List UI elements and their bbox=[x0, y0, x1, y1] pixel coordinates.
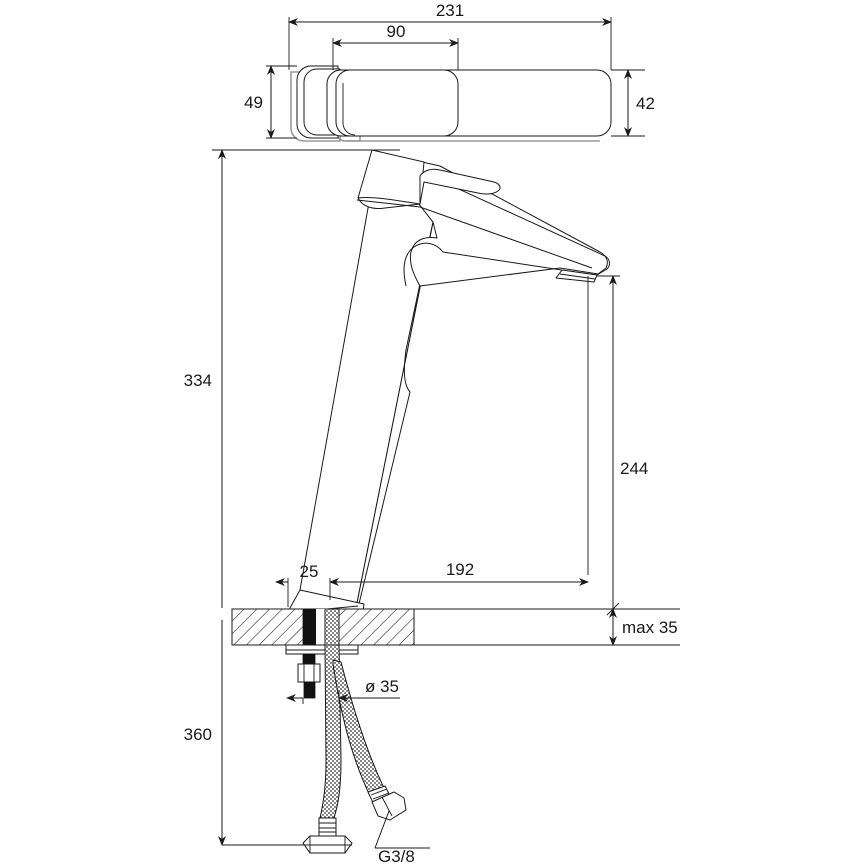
dimension-244: 244 bbox=[597, 275, 648, 609]
spout-aerator-line bbox=[559, 273, 596, 280]
dimension-49: 49 bbox=[244, 65, 297, 139]
stud-upper bbox=[302, 653, 316, 665]
top-view-handle-inner-edge bbox=[342, 83, 356, 136]
dimension-360: 360 bbox=[184, 620, 352, 846]
faucet-column-inner-shade bbox=[355, 221, 434, 609]
lever-handle-arm bbox=[419, 168, 501, 205]
dimension-label-231: 231 bbox=[436, 1, 464, 20]
dimension-label-42: 42 bbox=[636, 94, 655, 113]
spout-top-edge bbox=[377, 151, 610, 276]
dimension-231: 231 bbox=[288, 1, 612, 70]
stud-lower bbox=[303, 681, 316, 699]
max35-tick-top bbox=[606, 602, 620, 616]
mounting-shank bbox=[302, 608, 317, 646]
mounting-nut bbox=[297, 663, 321, 683]
dimension-label-25: 25 bbox=[300, 562, 319, 581]
dimension-max35: max 35 bbox=[414, 602, 680, 646]
dimension-label-192: 192 bbox=[446, 560, 474, 579]
dimension-25: 25 bbox=[275, 562, 342, 607]
side-view-group: 334 360 244 max 35 192 bbox=[184, 149, 680, 866]
dimension-label-49: 49 bbox=[244, 93, 263, 112]
dimension-label-hole: ø 35 bbox=[365, 677, 399, 696]
spout-bottom-edge bbox=[403, 242, 598, 287]
dimension-label-244: 244 bbox=[620, 459, 648, 478]
hose-collar-vertical bbox=[318, 817, 337, 837]
faucet-spout-arm bbox=[377, 151, 608, 287]
top-view-group: 231 90 49 42 bbox=[244, 1, 655, 142]
dimension-label-360: 360 bbox=[184, 725, 212, 744]
lever-handle-lower-contour bbox=[356, 199, 593, 269]
dimension-label-thread: G3/8 bbox=[378, 847, 415, 866]
mounting-gap bbox=[316, 609, 325, 645]
dimension-42: 42 bbox=[611, 69, 655, 137]
hose-nut-a-edge bbox=[381, 796, 393, 817]
top-view-handle-plate bbox=[335, 69, 459, 137]
dimension-90: 90 bbox=[332, 22, 459, 70]
hose-nut-angled bbox=[371, 791, 407, 821]
dimension-192: 192 bbox=[330, 276, 589, 586]
dimension-hole-diameter: ø 35 bbox=[286, 677, 400, 704]
dimension-label-90: 90 bbox=[387, 22, 406, 41]
hose-through-counter bbox=[324, 608, 340, 646]
dimension-label-334: 334 bbox=[184, 371, 212, 390]
washer-plate bbox=[285, 644, 359, 655]
leader-g38: G3/8 bbox=[374, 810, 430, 866]
dimension-label-max35: max 35 bbox=[622, 618, 678, 637]
dimension-334: 334 bbox=[184, 149, 400, 608]
lever-handle-underside bbox=[357, 197, 421, 205]
